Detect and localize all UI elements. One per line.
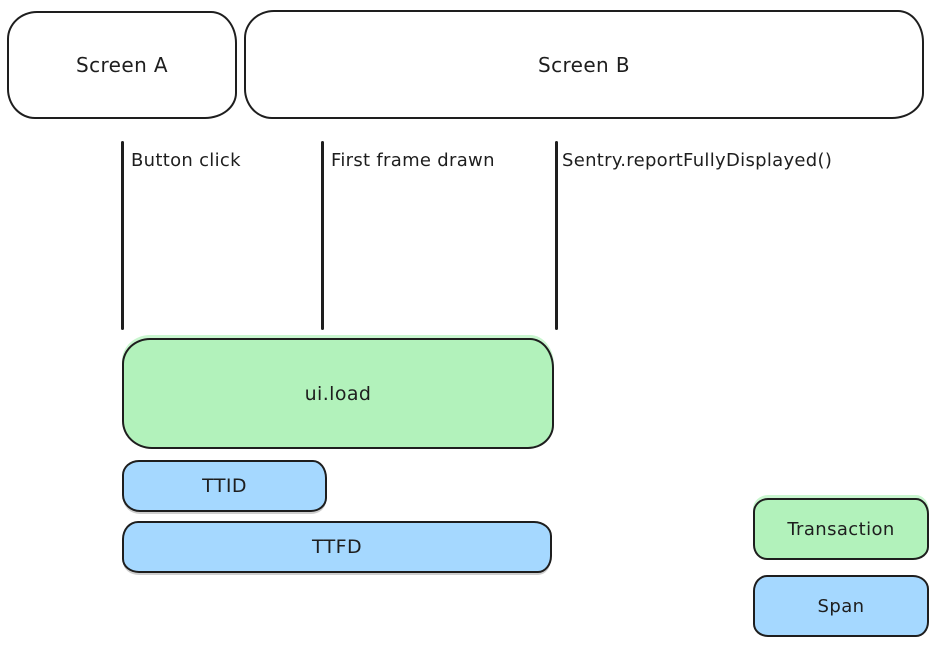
report-fully-displayed-label: Sentry.reportFullyDisplayed() xyxy=(562,150,833,171)
screen-a-box: Screen A xyxy=(7,11,237,119)
legend-span-label: Span xyxy=(817,595,865,617)
report-fully-displayed-marker-line xyxy=(555,141,558,330)
ttid-label: TTID xyxy=(202,475,247,497)
legend-span-box: Span xyxy=(753,575,929,637)
first-frame-drawn-label: First frame drawn xyxy=(331,150,495,171)
screen-b-label: Screen B xyxy=(537,52,631,77)
screen-a-label: Screen A xyxy=(76,53,168,77)
legend-transaction-box: Transaction xyxy=(753,498,929,560)
ttfd-span-bar: TTFD xyxy=(122,521,552,573)
button-click-label: Button click xyxy=(131,150,241,171)
first-frame-drawn-marker-line xyxy=(321,141,324,330)
screen-b-box: Screen B xyxy=(244,10,924,119)
legend-transaction-label: Transaction xyxy=(787,518,895,540)
button-click-marker-line xyxy=(121,141,124,330)
ttfd-label: TTFD xyxy=(311,536,363,558)
ui-load-label: ui.load xyxy=(304,382,372,405)
ttid-span-bar: TTID xyxy=(122,460,327,512)
ui-load-transaction-bar: ui.load xyxy=(122,338,554,449)
